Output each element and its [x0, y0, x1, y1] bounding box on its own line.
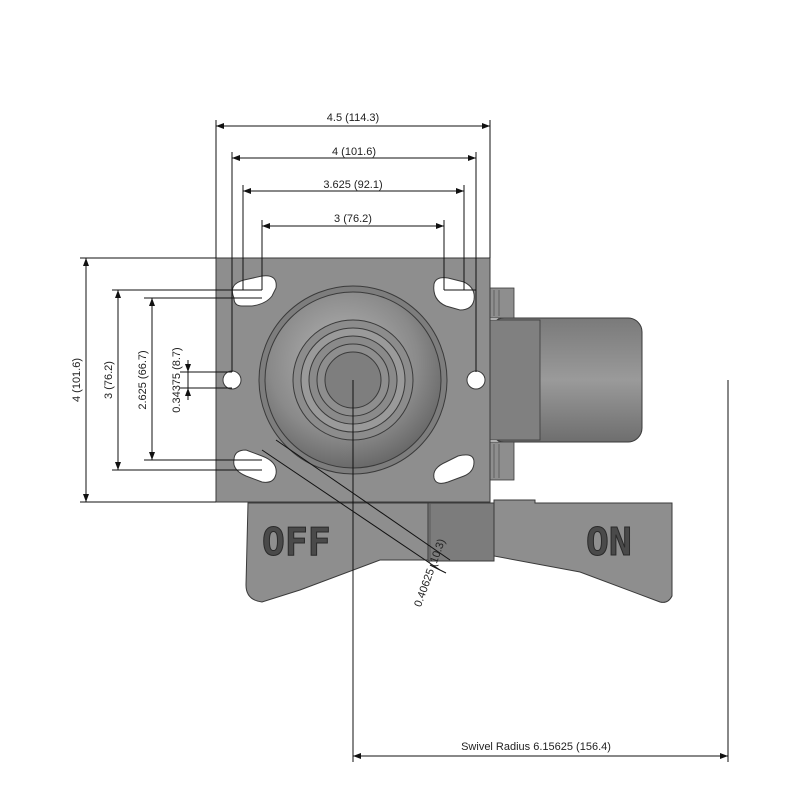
wheel-side [489, 287, 643, 481]
dim-width-outer-holes: 4 (101.6) [332, 146, 376, 158]
dim-swivel-radius: Swivel Radius 6.15625 (156.4) [461, 741, 611, 753]
dimension-lines [80, 120, 729, 762]
dim-width-slot-outer: 3.625 (92.1) [323, 179, 382, 191]
dim-width-overall: 4.5 (114.3) [327, 112, 379, 124]
brake-label-on: ON [586, 520, 632, 564]
mounting-hole-left [222, 370, 242, 390]
top-plate [215, 257, 491, 503]
mounting-slot-bottom-right [433, 454, 475, 484]
dim-height-inner: 2.625 (66.7) [137, 350, 149, 409]
brake-pedal [245, 499, 673, 603]
dim-hole-offset: 0.34375 (8.7) [171, 347, 183, 412]
dim-height-outer-holes: 3 (76.2) [103, 361, 115, 399]
dim-height-overall: 4 (101.6) [71, 358, 83, 402]
dim-width-slot-inner: 3 (76.2) [334, 213, 372, 225]
mounting-hole-right [466, 370, 486, 390]
brake-label-off: OFF [262, 520, 331, 564]
mounting-slot-bottom-left [233, 449, 277, 483]
